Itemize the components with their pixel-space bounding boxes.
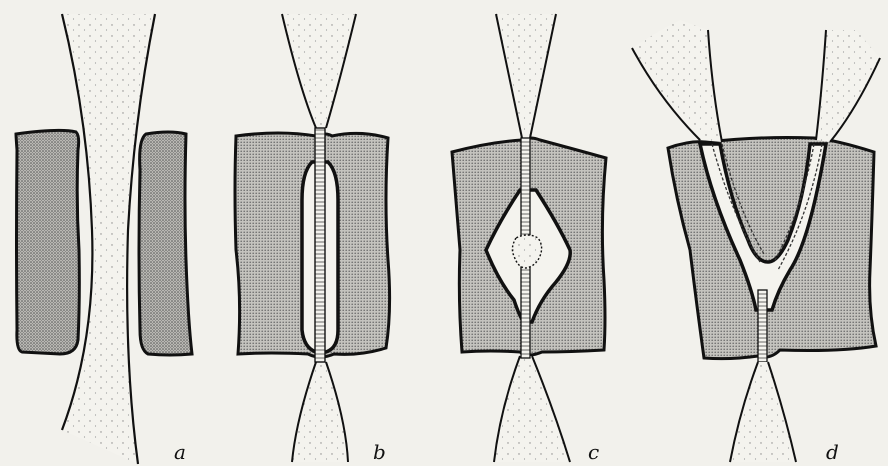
panel-a-left-block (16, 130, 79, 354)
panel-label-b: b (373, 440, 386, 464)
panel-b-upper-cone (282, 14, 356, 128)
panel-a-right-block (139, 132, 192, 355)
panel-c-upper-cone (496, 14, 556, 138)
panel-c-thread-lower (521, 266, 530, 358)
panel-c (452, 14, 606, 462)
panel-d (632, 20, 880, 462)
panel-label-c: c (588, 440, 599, 464)
panel-a (16, 14, 192, 464)
panel-label-d: d (826, 440, 839, 464)
panel-d-lower-cone (730, 362, 796, 462)
panel-d-tissue-block (668, 138, 876, 359)
panel-c-thread-upper (521, 138, 530, 238)
panel-d-stem-thread (758, 290, 767, 362)
panel-label-a: a (174, 440, 186, 464)
panel-c-lower-cone (494, 356, 570, 462)
panel-b (235, 14, 390, 462)
panel-b-thread (315, 128, 325, 362)
